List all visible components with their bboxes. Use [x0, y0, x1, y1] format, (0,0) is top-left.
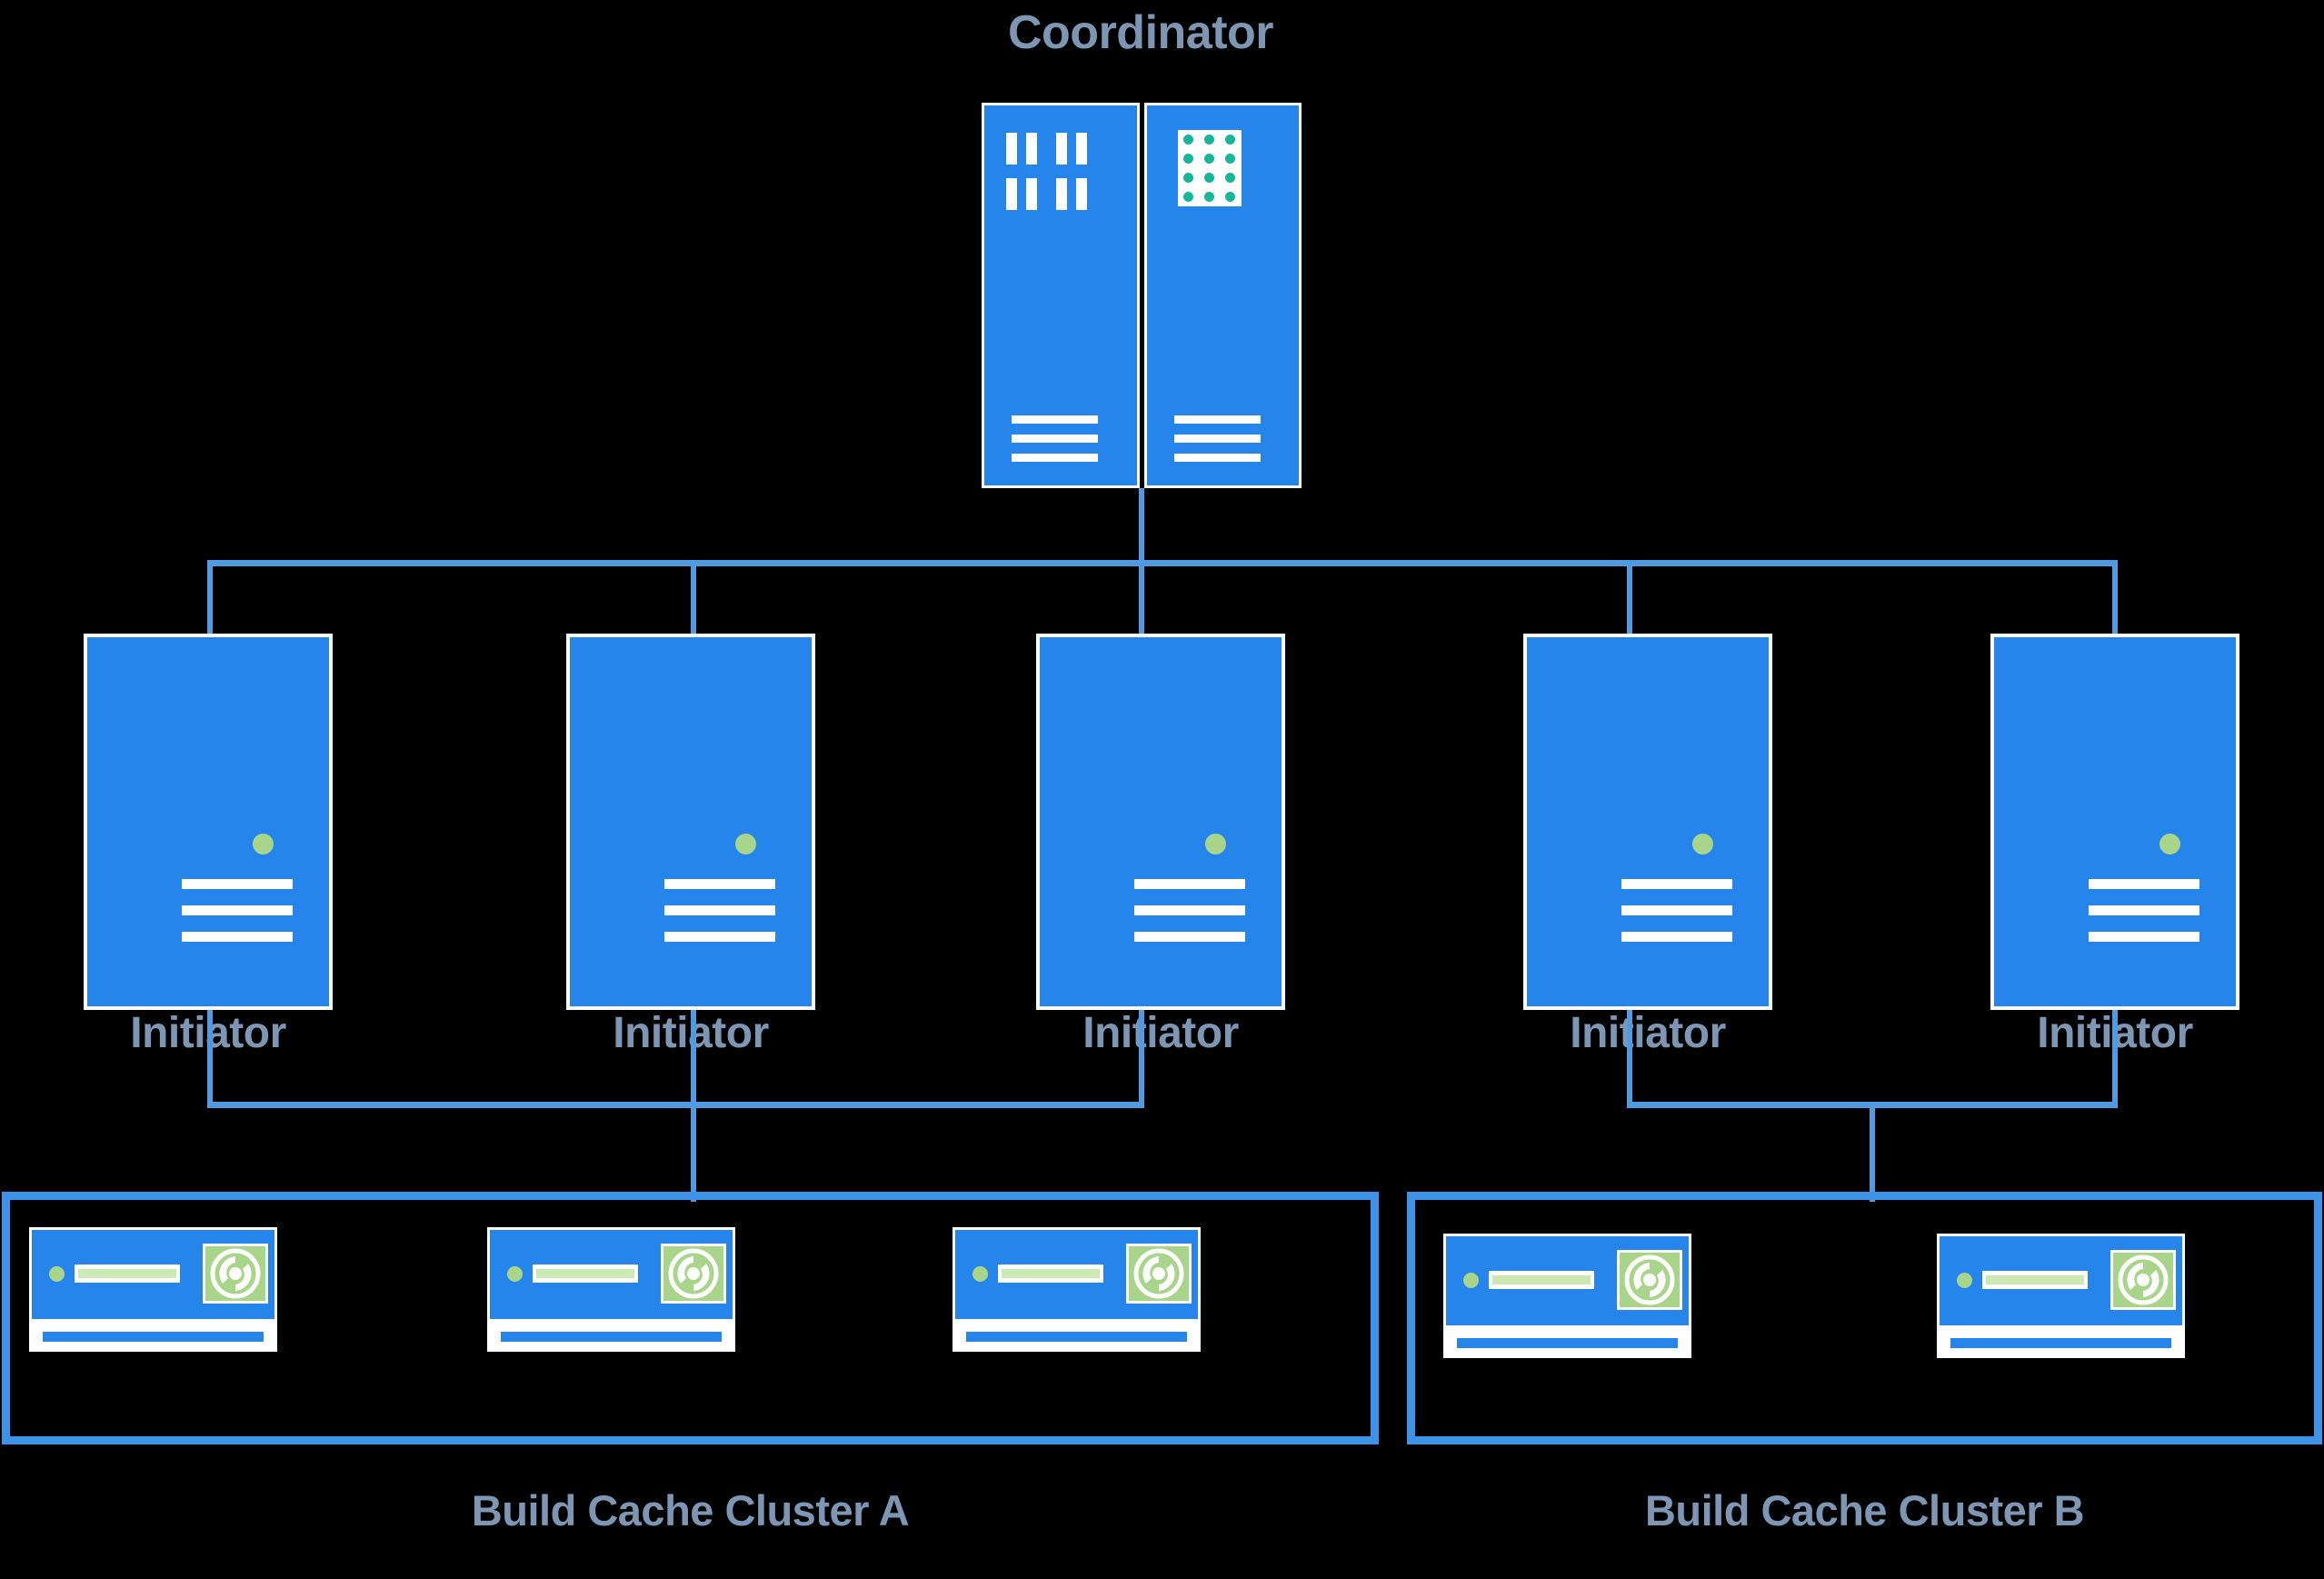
coordinator-right-panel	[1143, 103, 1302, 488]
server-lines-icon	[182, 879, 293, 942]
cache-device-base	[1443, 1328, 1691, 1358]
server-lines-icon	[1621, 879, 1732, 942]
disc-platter-icon	[2110, 1250, 2176, 1310]
connector-initiator1-down	[207, 1010, 213, 1108]
initiator-node-3[interactable]	[1036, 634, 1285, 1010]
vertical-bars-icon	[1006, 133, 1090, 210]
disc-platter-icon	[1617, 1250, 1682, 1310]
status-dot-icon	[1692, 834, 1713, 854]
connector-bus-to-initiator-4	[1627, 560, 1632, 637]
server-lines-icon	[664, 879, 775, 942]
cache-device-b1[interactable]	[1443, 1234, 1691, 1358]
connector-initiator2-down	[691, 1010, 696, 1108]
cache-device-base	[487, 1322, 735, 1352]
coordinator-node[interactable]	[982, 103, 1302, 488]
cache-appliance-icon	[953, 1227, 1201, 1322]
connector-bus-to-initiator-1	[207, 560, 213, 637]
capacity-bar-icon	[1982, 1271, 2088, 1289]
status-dot-icon	[1463, 1273, 1479, 1288]
connector-initiator5-down	[2112, 1010, 2118, 1108]
build-cache-cluster-a-label: Build Cache Cluster A	[471, 1486, 910, 1534]
capacity-bar-icon	[1489, 1271, 1594, 1289]
connector-initiator4-down	[1627, 1010, 1632, 1108]
coordinator-label: Coordinator	[1007, 6, 1274, 59]
connector-initiator3-down	[1139, 1010, 1144, 1108]
status-dot-icon	[1205, 834, 1226, 854]
initiator-node-4[interactable]	[1523, 634, 1772, 1010]
connector-bus-to-initiator-3	[1139, 560, 1144, 637]
connector-cluster-b-drop	[1870, 1102, 1875, 1202]
capacity-bar-icon	[75, 1264, 180, 1283]
coordinator-left-lines-icon	[1012, 415, 1098, 462]
cache-appliance-icon	[487, 1227, 735, 1322]
cache-device-base	[29, 1322, 277, 1352]
status-dot-icon	[735, 834, 756, 854]
status-dot-icon	[972, 1266, 988, 1282]
coordinator-right-lines-icon	[1173, 415, 1261, 462]
cache-appliance-icon	[1937, 1234, 2185, 1328]
status-dot-icon	[1957, 1273, 1972, 1288]
build-cache-cluster-a-box[interactable]	[2, 1192, 1379, 1444]
initiator-node-1[interactable]	[84, 634, 333, 1010]
server-lines-icon	[1134, 879, 1245, 942]
cache-appliance-icon	[29, 1227, 277, 1322]
dot-matrix-grid-icon	[1177, 130, 1242, 206]
cache-device-a3[interactable]	[953, 1227, 1201, 1352]
cache-device-b2[interactable]	[1937, 1234, 2185, 1358]
coordinator-left-panel	[982, 103, 1140, 488]
disc-platter-icon	[1126, 1244, 1192, 1304]
server-lines-icon	[2089, 879, 2199, 942]
cache-device-base	[1937, 1328, 2185, 1358]
disc-platter-icon	[203, 1244, 268, 1304]
initiator-node-2[interactable]	[566, 634, 815, 1010]
connector-initiator-bus	[207, 560, 2118, 566]
capacity-bar-icon	[998, 1264, 1103, 1283]
cache-device-base	[953, 1322, 1201, 1352]
status-dot-icon	[507, 1266, 523, 1282]
initiator-node-5[interactable]	[1990, 634, 2239, 1010]
disc-platter-icon	[661, 1244, 726, 1304]
capacity-bar-icon	[533, 1264, 638, 1283]
connector-bus-to-initiator-2	[691, 560, 696, 637]
connector-coordinator-drop	[1139, 488, 1144, 565]
build-cache-cluster-b-box[interactable]	[1407, 1192, 2322, 1444]
build-cache-cluster-b-label: Build Cache Cluster B	[1644, 1486, 2085, 1534]
status-dot-icon	[253, 834, 274, 854]
status-dot-icon	[2159, 834, 2180, 854]
initiator-label-4: Initiator	[1570, 1009, 1726, 1057]
cache-device-a1[interactable]	[29, 1227, 277, 1352]
connector-cluster-a-bus	[207, 1102, 1144, 1108]
status-dot-icon	[49, 1266, 65, 1282]
initiator-label-3: Initiator	[1082, 1009, 1239, 1057]
cache-device-a2[interactable]	[487, 1227, 735, 1352]
connector-cluster-a-drop	[691, 1102, 696, 1202]
cache-appliance-icon	[1443, 1234, 1691, 1328]
connector-bus-to-initiator-5	[2112, 560, 2118, 637]
